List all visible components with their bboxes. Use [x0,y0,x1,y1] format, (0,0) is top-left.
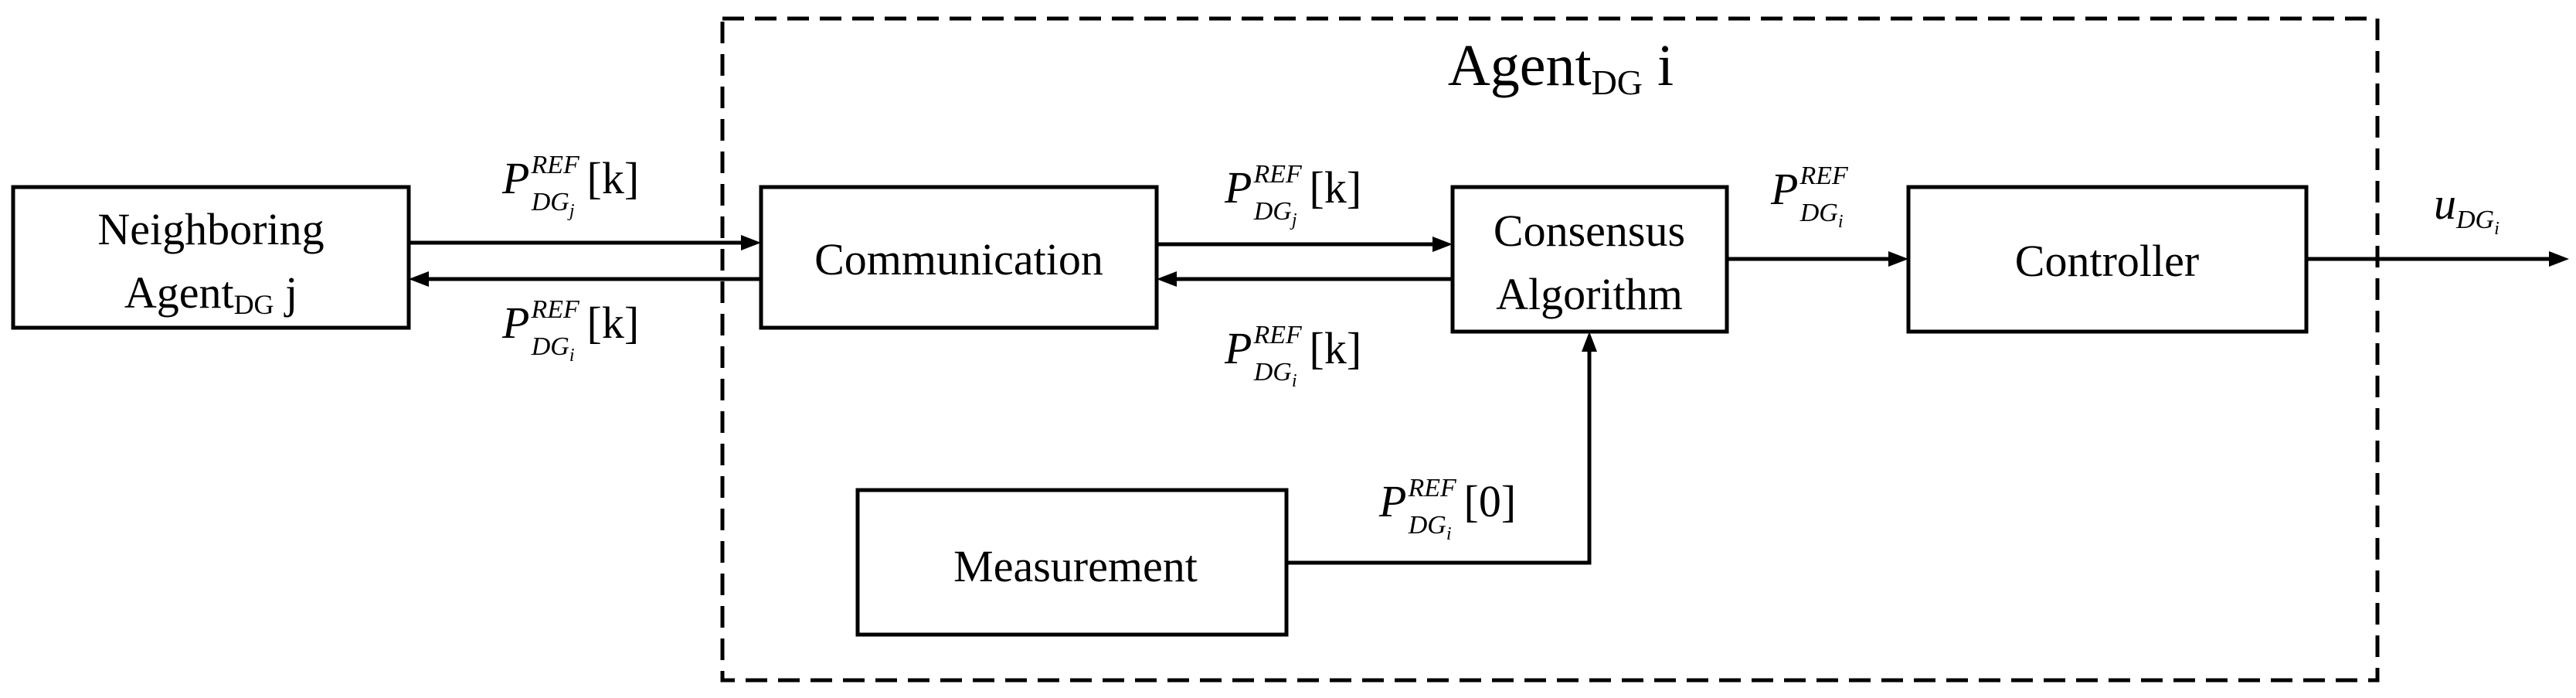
neighboring-agent-line2: AgentDG j [124,267,297,320]
arrowhead-into-communication-right [1157,271,1177,287]
agent-dg-i-frame [720,16,2380,683]
arrow-measurement-to-consensus [1286,349,1592,565]
controller-block: Controller [1906,185,2309,334]
arrowhead-into-controller [1888,251,1908,267]
measurement-block: Measurement [855,488,1289,637]
communication-block: Communication [759,185,1159,330]
agent-title: AgentDG i [1448,33,1674,102]
consensus-label-line1: Consensus [1494,206,1685,256]
communication-label: Communication [814,234,1103,284]
consensus-label-line2: Algorithm [1496,269,1683,319]
arrowhead-into-consensus-bottom [1582,332,1597,352]
measurement-label: Measurement [953,541,1198,591]
neighboring-agent-line1: Neighboring [97,204,324,254]
arrowhead-into-consensus-top [1432,237,1453,252]
controller-label: Controller [2015,236,2199,286]
arrowhead-into-communication [741,235,761,250]
neighboring-agent-block: Neighboring AgentDG j [11,185,411,330]
arrowhead-into-neighbor [409,271,429,287]
signal-u-dgi-output: uDGi [2434,179,2500,239]
arrowhead-output [2549,251,2569,267]
consensus-algorithm-block: Consensus Algorithm [1450,185,1729,334]
